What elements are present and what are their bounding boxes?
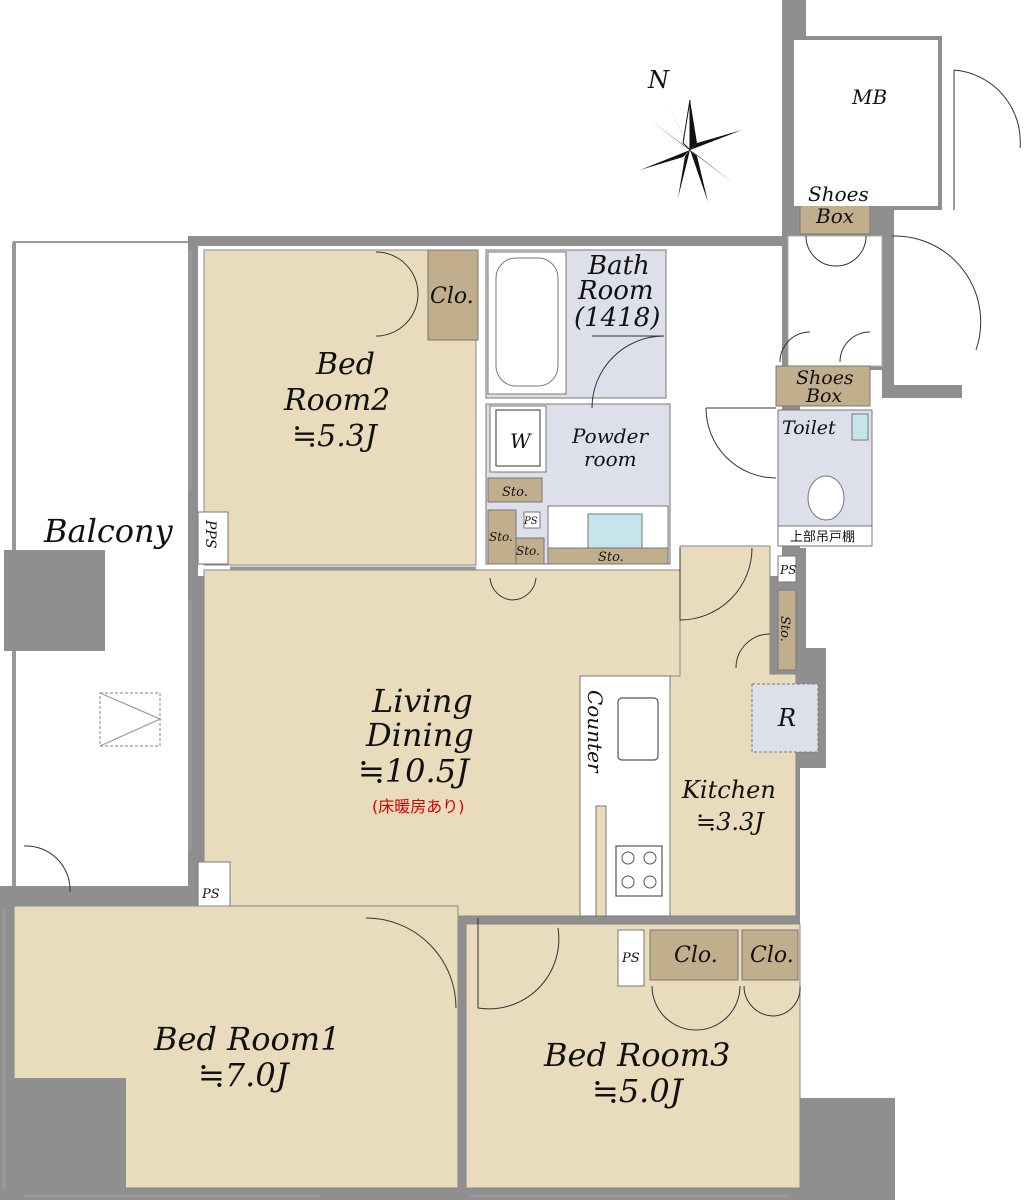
washer-label: W bbox=[510, 429, 532, 453]
living-size: ≒10.5J bbox=[358, 752, 471, 790]
mb-room bbox=[794, 40, 938, 206]
bedroom3-closet-b-label: Clo. bbox=[750, 943, 794, 968]
sto-label-2: Sto. bbox=[489, 530, 513, 544]
balcony-label: Balcony bbox=[43, 512, 174, 550]
shoes-box-mid-label-2: Box bbox=[805, 385, 842, 407]
bedroom2-label-2: Room2 bbox=[283, 383, 390, 418]
balcony-partition bbox=[4, 550, 105, 651]
bath-label-2: Room bbox=[577, 276, 654, 306]
living-label-2: Dining bbox=[365, 716, 474, 754]
shoes-box-mid bbox=[775, 365, 871, 407]
kitchen-size: ≒3.3J bbox=[696, 808, 765, 836]
bedroom3-closet-a-label: Clo. bbox=[674, 943, 718, 968]
bath-label-1: Bath bbox=[587, 251, 650, 281]
north-label: N bbox=[647, 66, 670, 94]
bedroom3-closet-a bbox=[649, 929, 739, 981]
bedroom2-closet-label: Clo. bbox=[430, 284, 474, 309]
powder-label-1: Powder bbox=[571, 424, 649, 448]
bedroom2-label-1: Bed bbox=[315, 347, 375, 382]
refrigerator-space bbox=[751, 683, 819, 753]
vanity-sink bbox=[587, 513, 643, 549]
bedroom3-closet-b bbox=[741, 929, 799, 981]
bedroom2-closet bbox=[427, 249, 479, 341]
north-arrow-icon bbox=[640, 99, 742, 202]
counter-label: Counter bbox=[583, 690, 607, 774]
ps-living-label: PS bbox=[201, 887, 220, 902]
toilet-label: Toilet bbox=[782, 417, 836, 439]
sto-label-1: Sto. bbox=[502, 485, 528, 500]
shoes-box-mid-label-1: Shoes bbox=[796, 367, 854, 389]
shoes-box-top-label-1: Shoes bbox=[808, 182, 869, 206]
kitchen-label: Kitchen bbox=[681, 776, 776, 804]
bath-label-3: (1418) bbox=[574, 303, 660, 333]
pps-label: PPS bbox=[202, 519, 218, 548]
bedroom2-size: ≒5.3J bbox=[292, 419, 379, 454]
sto-label-4: Sto. bbox=[598, 550, 624, 565]
floor-heating-note: (床暖房あり) bbox=[372, 797, 465, 816]
bedroom1-size: ≒7.0J bbox=[198, 1056, 291, 1094]
ps-kitchen-label: PS bbox=[779, 563, 796, 577]
ps-powder-label: PS bbox=[523, 516, 538, 527]
kitchen-sink bbox=[617, 697, 659, 761]
sto-label-5: Sto. bbox=[777, 616, 792, 642]
toilet-bowl bbox=[807, 475, 845, 521]
powder-label-2: room bbox=[584, 447, 637, 471]
sto-label-3: Sto. bbox=[516, 544, 540, 558]
bedroom1-label: Bed Room1 bbox=[153, 1020, 340, 1058]
stove bbox=[615, 845, 663, 897]
bedroom3-size: ≒5.0J bbox=[592, 1072, 685, 1110]
ps-bedroom3-label: PS bbox=[621, 951, 640, 966]
bedroom3-label: Bed Room3 bbox=[543, 1036, 730, 1074]
toilet-shelf-note: 上部吊戸棚 bbox=[790, 530, 855, 545]
mb-label: MB bbox=[851, 85, 887, 109]
living-label-1: Living bbox=[371, 682, 473, 720]
shoes-box-top-label-2: Box bbox=[815, 204, 854, 228]
refrigerator-label: R bbox=[777, 704, 796, 732]
bedroom1-column bbox=[14, 1078, 126, 1190]
